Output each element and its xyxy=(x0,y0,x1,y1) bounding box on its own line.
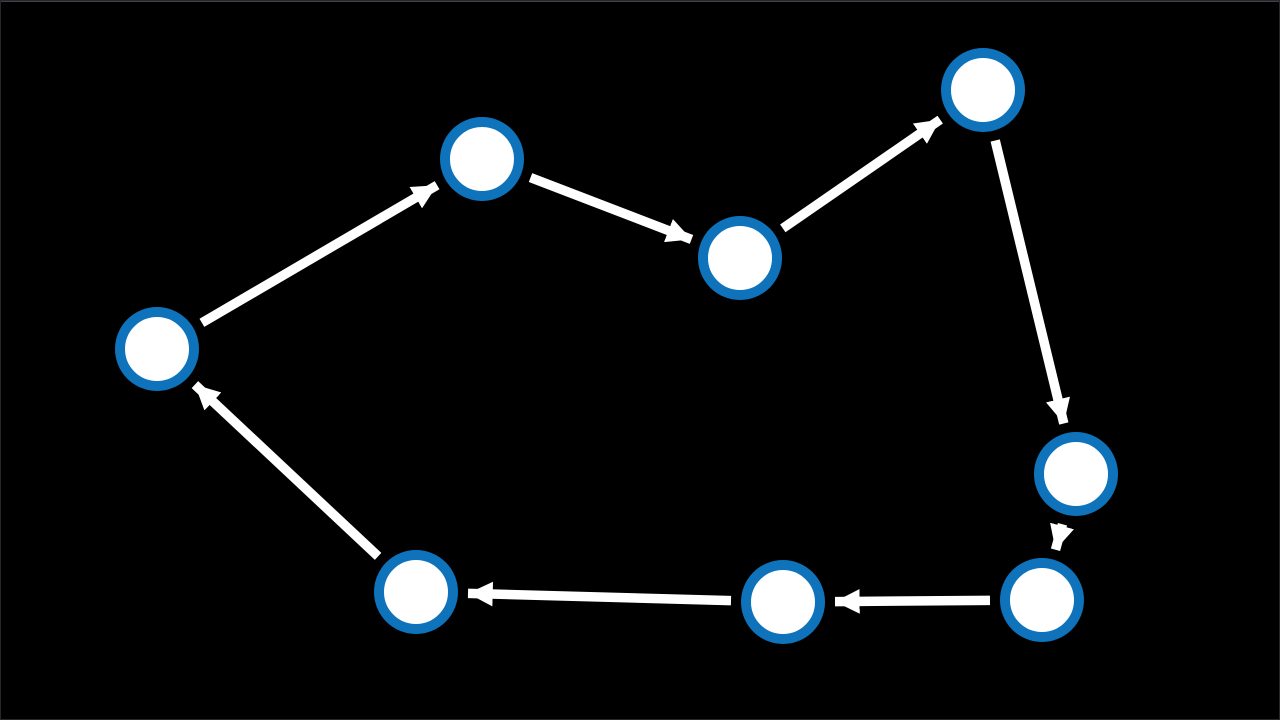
graph-edge-arrow-n4-to-n5 xyxy=(990,139,1070,425)
node-bottom-middle xyxy=(741,560,825,644)
node-bottom-left xyxy=(374,550,458,634)
node-right xyxy=(1034,432,1118,516)
graph-edge-arrow-n1-to-n2 xyxy=(199,181,440,327)
graph-edge-arrow-n5-to-n6 xyxy=(1050,522,1074,552)
node-upper-left xyxy=(440,117,524,201)
graph-edge-arrow-n2-to-n3 xyxy=(528,173,694,244)
graph-edge-arrow-n6-to-n7 xyxy=(834,589,991,614)
node-top-right xyxy=(941,48,1025,132)
node-bottom-right xyxy=(1000,558,1084,642)
node-left xyxy=(115,307,199,391)
graph-edge-arrow-n7-to-n8 xyxy=(467,581,732,607)
edge-layer xyxy=(191,115,1074,614)
node-middle xyxy=(698,216,782,300)
graph-edge-arrow-n8-to-n1 xyxy=(191,381,382,560)
node-layer xyxy=(115,48,1118,644)
graph-edge-arrow-n3-to-n4 xyxy=(780,115,943,233)
